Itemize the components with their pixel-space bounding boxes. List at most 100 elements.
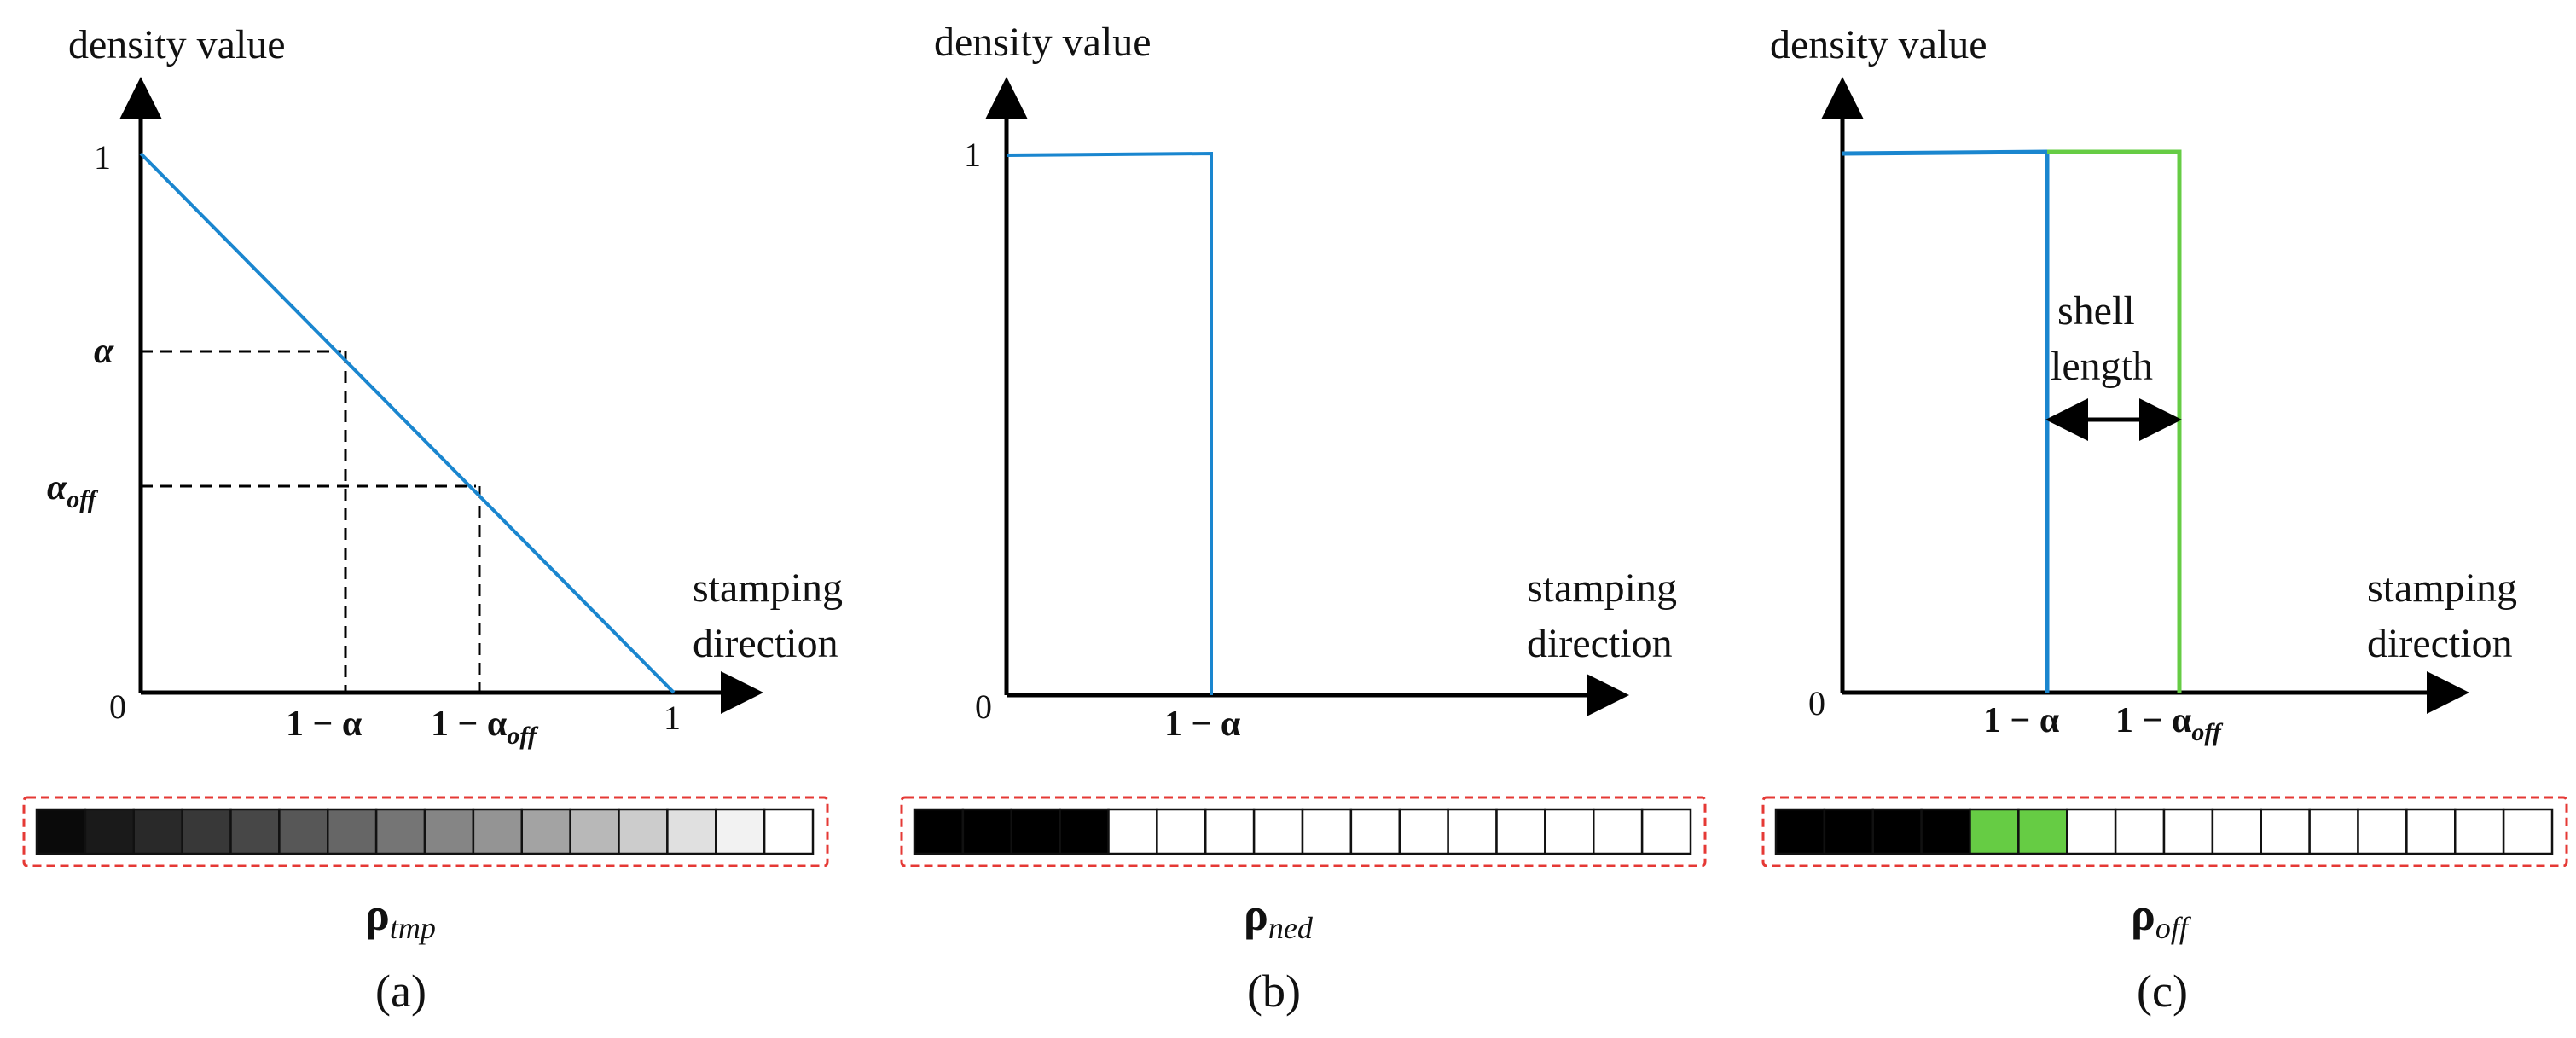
panel-b-strip-frame: [900, 796, 1707, 867]
panel-a-y-label: density value: [68, 22, 286, 67]
panel-c-x-tick2-sub: off: [2191, 718, 2223, 746]
panel-a-rho-label: ρtmp: [365, 889, 436, 945]
strip-b-cell: [1640, 808, 1692, 855]
panel-b-y-label: density value: [934, 20, 1152, 65]
panel-a: density value stamping direction 0 1 1 α…: [22, 22, 843, 1017]
panel-a-y-alpha-label: α: [94, 332, 114, 371]
strip-c-cell: [1920, 808, 1971, 855]
strip-c-cell: [1823, 808, 1875, 855]
strip-a-cell: [520, 808, 571, 855]
strip-c-cell: [2114, 808, 2166, 855]
strip-c-cell: [2357, 808, 2408, 855]
strip-a-cell: [181, 808, 232, 855]
panel-b-strip: [913, 808, 1692, 855]
panel-a-x-tick2-sub: off: [507, 722, 538, 750]
strip-c-cell: [2502, 808, 2554, 855]
strip-b-cell: [913, 808, 965, 855]
panel-b-x-label-line2: direction: [1527, 621, 1673, 666]
strip-b-cell: [1301, 808, 1353, 855]
strip-b-cell: [1495, 808, 1546, 855]
strip-b-cell: [1252, 808, 1304, 855]
strip-c-cell: [2260, 808, 2311, 855]
panel-a-x-tick2-main: 1 − α: [431, 705, 508, 744]
panel-b-rho-symbol: ρ: [1244, 889, 1268, 940]
strip-b-cell: [1010, 808, 1061, 855]
panel-c-rho-sub: off: [2155, 911, 2192, 945]
panel-b-caption: (b): [1247, 966, 1301, 1017]
panel-a-x-label-line2: direction: [693, 621, 838, 666]
panel-c-shell-label-line2: length: [2051, 344, 2153, 389]
panel-b-origin-label: 0: [975, 687, 992, 726]
strip-c-cell: [2405, 808, 2457, 855]
strip-b-cell: [961, 808, 1013, 855]
panel-a-strip: [35, 808, 815, 855]
panel-a-x-tick-one-minus-alpha: 1 − α: [286, 705, 363, 744]
strip-c-cell: [2454, 808, 2505, 855]
panel-a-origin-label: 0: [109, 687, 126, 726]
strip-a-cell: [132, 808, 183, 855]
panel-c-x-tick-one-minus-alpha: 1 − α: [1983, 701, 2060, 740]
panel-c-green-step: [2047, 149, 2182, 693]
panel-c-x-label-line1: stamping: [2367, 565, 2517, 611]
strip-b-cell: [1204, 808, 1256, 855]
panel-c-x-tick2-main: 1 − α: [2115, 701, 2192, 740]
strip-a-cell: [35, 808, 87, 855]
panel-a-x-tick-one-minus-alpha-off: 1 − αoff: [431, 705, 539, 750]
strip-c-cell: [1871, 808, 1923, 855]
panel-c-strip-frame: [1761, 796, 2568, 867]
strip-b-cell: [1398, 808, 1449, 855]
panel-c-strip: [1774, 808, 2554, 855]
panel-a-x-right-label: 1: [664, 699, 681, 737]
strip-c-cell: [2066, 808, 2117, 855]
strip-a-cell: [666, 808, 717, 855]
strip-a-cell: [472, 808, 524, 855]
panel-a-x-label-line1: stamping: [693, 565, 843, 611]
strip-c-cell: [2017, 808, 2068, 855]
strip-c-cell: [2308, 808, 2359, 855]
panel-c-y-label: density value: [1770, 22, 1987, 67]
strip-a-cell: [84, 808, 136, 855]
strip-a-cell: [374, 808, 426, 855]
panel-c: density value stamping direction 0 shell…: [1761, 22, 2568, 1017]
strip-a-cell: [327, 808, 378, 855]
panel-c-shell-label-line1: shell: [2057, 288, 2135, 333]
strip-b-cell: [1349, 808, 1401, 855]
panel-b-rho-label: ρned: [1244, 889, 1314, 945]
strip-c-cell: [1969, 808, 2020, 855]
panel-a-caption: (a): [375, 966, 426, 1017]
strip-a-cell: [715, 808, 766, 855]
panel-c-blue-step: [1842, 149, 2050, 693]
panel-a-y-alpha-off-label: αoff: [47, 468, 99, 513]
strip-a-cell: [229, 808, 281, 855]
strip-b-cell: [1107, 808, 1158, 855]
panel-c-rho-symbol: ρ: [2131, 889, 2155, 940]
strip-c-cell: [2211, 808, 2263, 855]
panel-b-x-tick-one-minus-alpha: 1 − α: [1164, 705, 1241, 744]
strip-b-cell: [1156, 808, 1207, 855]
strip-a-cell: [618, 808, 669, 855]
panel-c-rho-label: ρoff: [2131, 889, 2192, 945]
strip-a-cell: [569, 808, 620, 855]
panel-c-x-label-line2: direction: [2367, 621, 2513, 666]
panel-a-strip-frame: [22, 796, 829, 867]
panel-a-rho-symbol: ρ: [365, 889, 390, 940]
panel-a-y-alpha-off-sub: off: [67, 485, 98, 513]
panel-a-density-line: [139, 152, 676, 694]
panel-c-origin-label: 0: [1808, 684, 1825, 722]
strip-b-cell: [1544, 808, 1595, 855]
panel-b-rho-sub: ned: [1268, 911, 1314, 945]
panel-b-density-step: [1006, 151, 1213, 695]
strip-c-cell: [2162, 808, 2214, 855]
panel-a-rho-sub: tmp: [390, 911, 436, 945]
panel-b: density value stamping direction 0 1 1 −…: [900, 20, 1707, 1017]
strip-b-cell: [1059, 808, 1110, 855]
panel-c-caption: (c): [2137, 966, 2188, 1017]
strip-b-cell: [1447, 808, 1498, 855]
panel-c-x-tick-one-minus-alpha-off: 1 − αoff: [2115, 701, 2224, 746]
panel-b-y-top-label: 1: [964, 136, 981, 174]
panel-a-y-top-label: 1: [94, 138, 111, 177]
strip-a-cell: [423, 808, 475, 855]
panel-a-y-alpha-off-main: α: [47, 468, 67, 507]
panel-b-x-label-line1: stamping: [1527, 565, 1677, 611]
